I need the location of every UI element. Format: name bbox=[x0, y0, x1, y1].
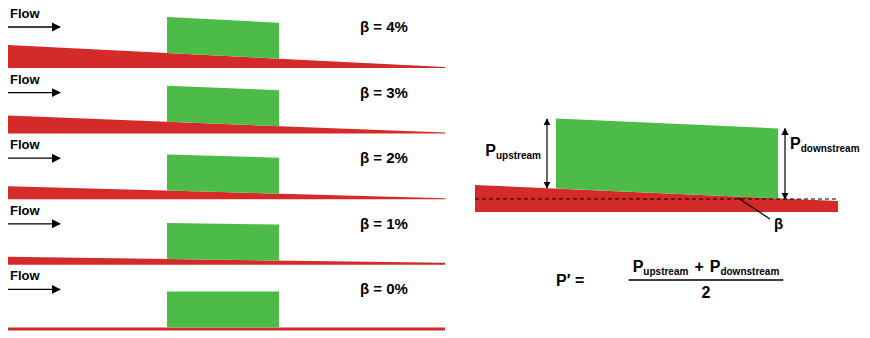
flow-arrow bbox=[8, 158, 60, 159]
horizontal-reference bbox=[475, 199, 838, 200]
subscript: upstream bbox=[643, 267, 688, 277]
green-block bbox=[167, 86, 279, 126]
slope-label: β = 1% bbox=[360, 216, 408, 231]
angle-label: β bbox=[774, 216, 783, 231]
slope-label: β = 2% bbox=[360, 150, 408, 165]
slope-label: β = 4% bbox=[360, 19, 408, 34]
pressure-symbol: P bbox=[485, 143, 496, 159]
slope-label: β = 3% bbox=[360, 85, 408, 100]
flow-label: Flow bbox=[10, 269, 40, 282]
flow-arrow bbox=[8, 223, 60, 224]
detail-figure bbox=[475, 119, 838, 280]
green-block bbox=[167, 291, 279, 327]
flow-label: Flow bbox=[10, 73, 40, 86]
subscript: downstream bbox=[720, 267, 779, 277]
upstream-height-arrow bbox=[546, 119, 547, 188]
plus-sign: + bbox=[694, 259, 703, 275]
subscript: upstream bbox=[496, 151, 541, 161]
pressure-symbol: P bbox=[633, 259, 644, 275]
flow-arrow bbox=[8, 289, 60, 290]
formula-lhs: P′ = bbox=[556, 273, 584, 289]
flow-arrow bbox=[8, 26, 60, 27]
flow-arrow bbox=[8, 92, 60, 93]
green-block bbox=[167, 17, 279, 59]
green-block bbox=[167, 155, 279, 194]
flow-label: Flow bbox=[10, 204, 40, 217]
green-block bbox=[167, 223, 279, 261]
green-block bbox=[556, 119, 778, 199]
pressure-symbol: P bbox=[790, 136, 801, 152]
beta-leader bbox=[738, 198, 770, 219]
flow-label: Flow bbox=[10, 7, 40, 20]
denominator: 2 bbox=[702, 285, 711, 301]
subscript: downstream bbox=[801, 144, 860, 154]
slope-label: β = 0% bbox=[360, 281, 408, 296]
slope-rows bbox=[8, 17, 445, 330]
red-slope bbox=[8, 327, 445, 330]
fraction-bar bbox=[629, 279, 784, 281]
downstream-height-arrow bbox=[784, 129, 785, 200]
pressure-symbol: P bbox=[710, 259, 721, 275]
flow-label: Flow bbox=[10, 138, 40, 151]
